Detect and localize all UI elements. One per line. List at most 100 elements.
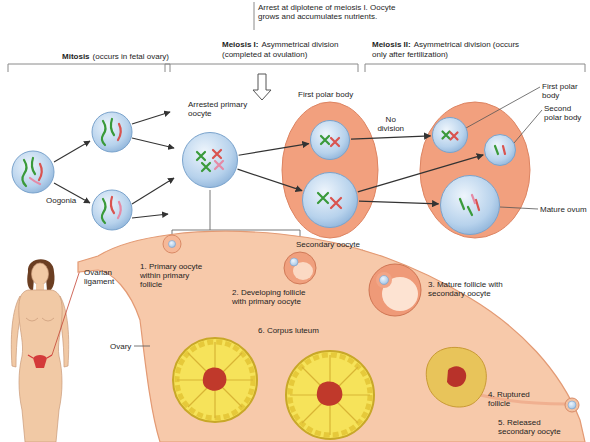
cell-label: First polar body: [298, 90, 370, 99]
cell-label: Second polar body: [544, 104, 588, 122]
leader-line: [466, 87, 540, 128]
chromosome: [102, 121, 106, 145]
head: [32, 263, 49, 285]
chromosome: [102, 199, 106, 223]
released-oocyte: [565, 398, 579, 412]
connector-label: No division: [373, 115, 409, 133]
oocyte: [568, 401, 576, 409]
note-text: Arrest at diplotene of meiosis I. Oocyte…: [258, 3, 398, 21]
cell-shape: [182, 132, 238, 188]
callout-label: 4. Ruptured follicle: [488, 390, 548, 408]
luteal-fold: [290, 355, 370, 435]
note-line: [254, 2, 255, 30]
ovary: [78, 231, 585, 442]
follicle: [369, 264, 421, 316]
woman-figure: [11, 259, 80, 442]
cell-label: Arrested primary oocyte: [188, 100, 250, 118]
division-arrow: [132, 214, 168, 218]
section-note: (occurs in fetal ovary): [93, 52, 169, 61]
section-heading: Meiosis I:: [222, 40, 258, 49]
cell-label: Oogonia: [46, 196, 86, 205]
section-bracket: [165, 64, 358, 72]
luteal-body: [286, 351, 374, 439]
section-heading: Meiosis II:: [372, 40, 411, 49]
chromosome: [118, 202, 121, 218]
leader-line: [514, 110, 542, 143]
chromosome: [118, 124, 121, 140]
cell-membrane: [441, 176, 500, 235]
division-arrow: [132, 138, 174, 148]
leader-line: [134, 346, 150, 347]
leader-line: [500, 207, 538, 209]
cell-membrane: [92, 190, 132, 230]
cytoplasm-oval: [420, 102, 530, 238]
mature-follicle: [369, 264, 421, 316]
oogonium-cell: [92, 112, 132, 152]
torso: [19, 290, 62, 442]
division-arrow: [132, 178, 174, 204]
chromosome: [495, 146, 498, 154]
chromosome: [468, 207, 472, 215]
ruptured-follicle: [426, 347, 566, 407]
cell-drawing: [433, 118, 468, 153]
chromosome: [443, 132, 450, 139]
heading-group: Meiosis II:Asymmetrical division (occurs…: [372, 40, 522, 60]
cell-node: First polar body: [432, 117, 468, 153]
cell-node: Secondary oocyte: [302, 172, 358, 228]
heading-group: Mitosis(occurs in fetal ovary): [62, 52, 192, 62]
chromosome: [476, 200, 479, 210]
cell-shape: [440, 175, 500, 235]
luteal-scallop: [290, 355, 370, 435]
cell-node: Second polar body: [484, 134, 516, 166]
chromosome: [321, 136, 329, 144]
cell-drawing: [441, 176, 500, 235]
section-bracket: [8, 64, 170, 72]
callout-label: 2. Developing follicle with primary oocy…: [232, 288, 306, 306]
chromosome: [197, 152, 205, 160]
oogonium-cell: [92, 190, 132, 230]
cell-membrane: [485, 135, 516, 166]
cell-shape: [484, 134, 516, 166]
section-bracket: [365, 64, 585, 72]
cell-shape: [302, 172, 358, 228]
cell-drawing: [311, 121, 350, 160]
arrow-connector: [239, 144, 309, 156]
follicle: [163, 235, 181, 253]
chromosome: [215, 161, 223, 169]
body-contour: [26, 318, 54, 321]
corpus-luteum: [286, 351, 374, 439]
follicle: [426, 347, 486, 407]
cell-membrane: [311, 121, 350, 160]
cell-membrane: [92, 112, 132, 152]
cell-drawing: [485, 135, 516, 166]
oocyte: [169, 241, 176, 248]
chromosome: [331, 138, 339, 146]
cell-label: Secondary oocyte: [296, 240, 376, 249]
oocyte: [290, 258, 298, 266]
cell-membrane: [303, 173, 358, 228]
cell-node: Arrested primary oocyte: [182, 132, 238, 188]
callout-label: 6. Corpus luteum: [258, 326, 332, 335]
uterine-tube: [28, 355, 52, 358]
primary-follicle: [163, 235, 181, 253]
cell-drawing: [303, 173, 358, 228]
chromosome: [202, 163, 210, 171]
developing-follicle: [284, 252, 316, 284]
cell-membrane: [433, 118, 468, 153]
arrow-connector: [358, 155, 483, 192]
cumulus: [376, 272, 392, 288]
chromosome: [318, 193, 328, 203]
chromosome: [460, 199, 464, 209]
arrow-connector: [351, 136, 431, 139]
cell-label: Mature ovum: [540, 205, 590, 214]
callout-label: 3. Mature follicle with secondary oocyte: [428, 280, 510, 298]
blood-clot: [317, 382, 343, 406]
division-arrow: [132, 112, 170, 124]
chromosome: [331, 198, 341, 208]
part-label: Ovarian ligament: [84, 268, 128, 286]
